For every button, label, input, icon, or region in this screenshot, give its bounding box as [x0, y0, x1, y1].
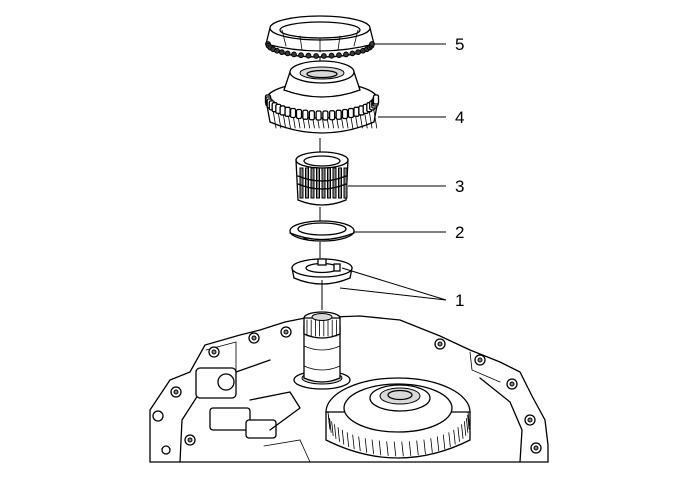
leader-1b: [339, 287, 447, 301]
callout-3: 3: [455, 177, 464, 196]
callout-leaders: [339, 43, 447, 301]
part-1-retainer: [291, 258, 353, 285]
callout-labels: 5 4 3 2 1: [455, 35, 464, 310]
callout-2: 2: [455, 223, 464, 242]
part-4-gear: [264, 60, 380, 134]
callout-1: 1: [455, 291, 464, 310]
transmission-case: [149, 311, 549, 463]
part-3-needle-bearing: [295, 151, 349, 206]
callout-4: 4: [455, 108, 464, 127]
leader-1a: [341, 267, 447, 301]
part-2-snap-ring: [289, 220, 355, 242]
callout-5: 5: [455, 35, 464, 54]
part-5-synchronizer-ring: [265, 15, 375, 59]
